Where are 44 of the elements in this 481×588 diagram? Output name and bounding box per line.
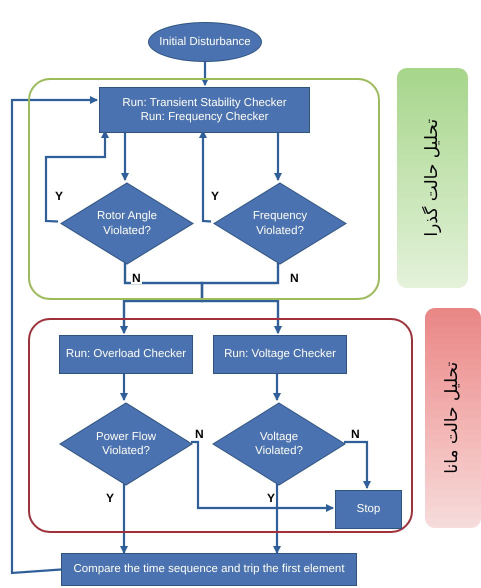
node-text: Run: Voltage Checker: [224, 347, 336, 362]
arrow: [120, 372, 128, 401]
process-box: [61, 553, 357, 586]
section-label-text: تحلیل حالت گذرا: [420, 119, 443, 237]
decision-diamond: [59, 402, 193, 486]
process-box: [335, 490, 402, 529]
section-label: [397, 68, 468, 288]
arrow: [191, 440, 334, 512]
arrow: [273, 484, 281, 554]
node-text: Run: Transient Stability Checker: [122, 96, 287, 110]
edge-label: Y: [266, 492, 276, 504]
section-label-text: تحلیل حالت مانا: [441, 362, 464, 474]
arrow: [274, 131, 282, 181]
edge-label: N: [350, 428, 361, 440]
edge-label: Y: [54, 190, 64, 202]
decision-diamond: [213, 182, 347, 265]
edge-label: N: [194, 428, 205, 440]
decision-diamond: [212, 402, 346, 486]
process-box: [59, 335, 193, 374]
arrow: [344, 440, 371, 489]
node-text: Rotor Angle Violated?: [96, 209, 158, 238]
edge-label: Y: [210, 190, 220, 202]
node-text: Stop: [356, 502, 380, 517]
arrow: [200, 263, 282, 334]
edge-label: N: [289, 272, 300, 284]
arrow: [201, 62, 209, 86]
node-text: Compare the time sequence and trip the first element: [73, 562, 345, 577]
edge-label: Y: [105, 492, 116, 504]
node-text: Frequency Violated?: [252, 209, 308, 238]
arrow: [10, 96, 98, 574]
node-text: Run: Overload Checker: [66, 347, 186, 362]
group-frame: [28, 78, 380, 300]
node-text: Voltage Violated?: [254, 430, 304, 458]
edge-label: N: [131, 272, 142, 284]
node-text: Initial Disturbance: [159, 34, 251, 50]
process-box: [99, 87, 310, 133]
arrow: [273, 372, 281, 401]
section-label: [425, 308, 481, 528]
arrow: [121, 131, 129, 181]
node-text: Run: Frequency Checker: [140, 110, 268, 124]
group-frame: [28, 318, 413, 533]
arrow: [120, 484, 128, 554]
process-box: [213, 335, 347, 374]
node-text: Power Flow Violated?: [95, 430, 157, 458]
